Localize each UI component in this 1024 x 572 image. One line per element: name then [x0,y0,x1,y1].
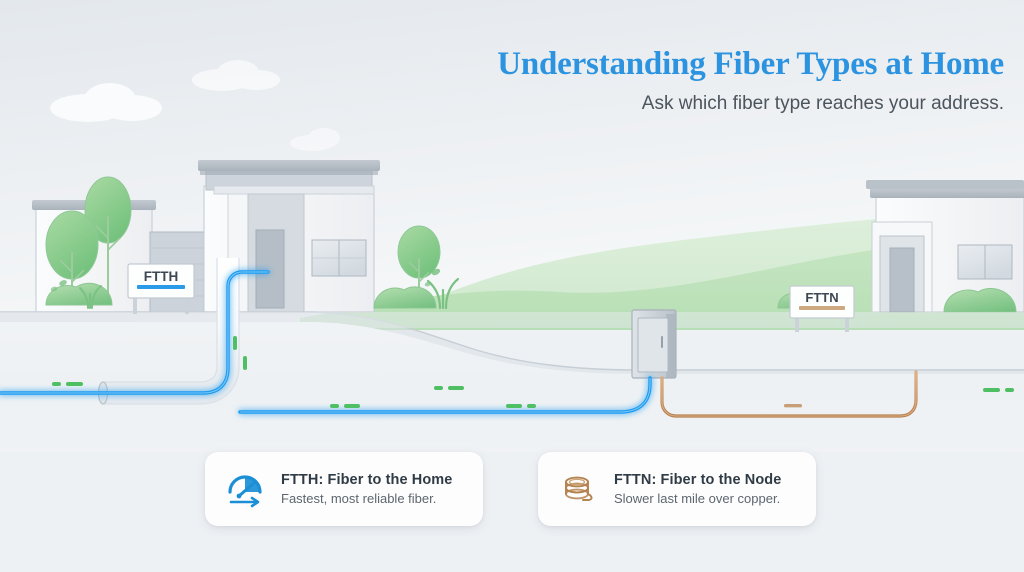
legend-card-fttn[interactable]: FTTN: Fiber to the Node Slower last mile… [538,452,816,526]
legend-card-ftth[interactable]: FTTH: Fiber to the Home Fastest, most re… [205,452,483,526]
route-markers [52,336,1014,408]
copper-line-fttn [660,370,918,418]
legend-card-fttn-text: FTTN: Fiber to the Node Slower last mile… [614,472,781,506]
fiber-line-ftth [0,270,270,395]
ftth-sign-underline [137,285,185,289]
legend-row: FTTH: Fiber to the Home Fastest, most re… [205,452,816,526]
copper-route-markers [784,404,802,408]
left-foliage [45,176,132,309]
copper-coil-icon [558,469,598,509]
node-cabinet [631,309,677,379]
grass-tuft-left [79,285,102,309]
fttn-building [866,180,1024,313]
legend-card-title: FTTN: Fiber to the Node [614,472,782,488]
legend-card-title: FTTH: Fiber to the Home [281,472,453,488]
fttn-sign-text: FTTN [805,290,838,305]
cloud-group [50,60,340,151]
speedometer-icon [225,469,265,509]
shrub-left [45,282,113,306]
mid-foliage [373,225,460,310]
fttn-sign-underline [799,306,845,310]
cloud-2 [192,60,280,91]
legend-card-subtitle: Slower last mile over copper. [614,491,781,506]
legend-card-ftth-text: FTTH: Fiber to the Home Fastest, most re… [281,472,452,506]
ftth-sign-text: FTTH [144,269,179,284]
legend-card-subtitle: Fastest, most reliable fiber. [281,491,437,506]
fiber-line-feeder [238,376,652,414]
cloud-1 [50,83,162,122]
ftth-sign: FTTH [127,263,195,314]
fttn-sign: FTTN [789,285,855,332]
cloud-3 [290,128,340,151]
